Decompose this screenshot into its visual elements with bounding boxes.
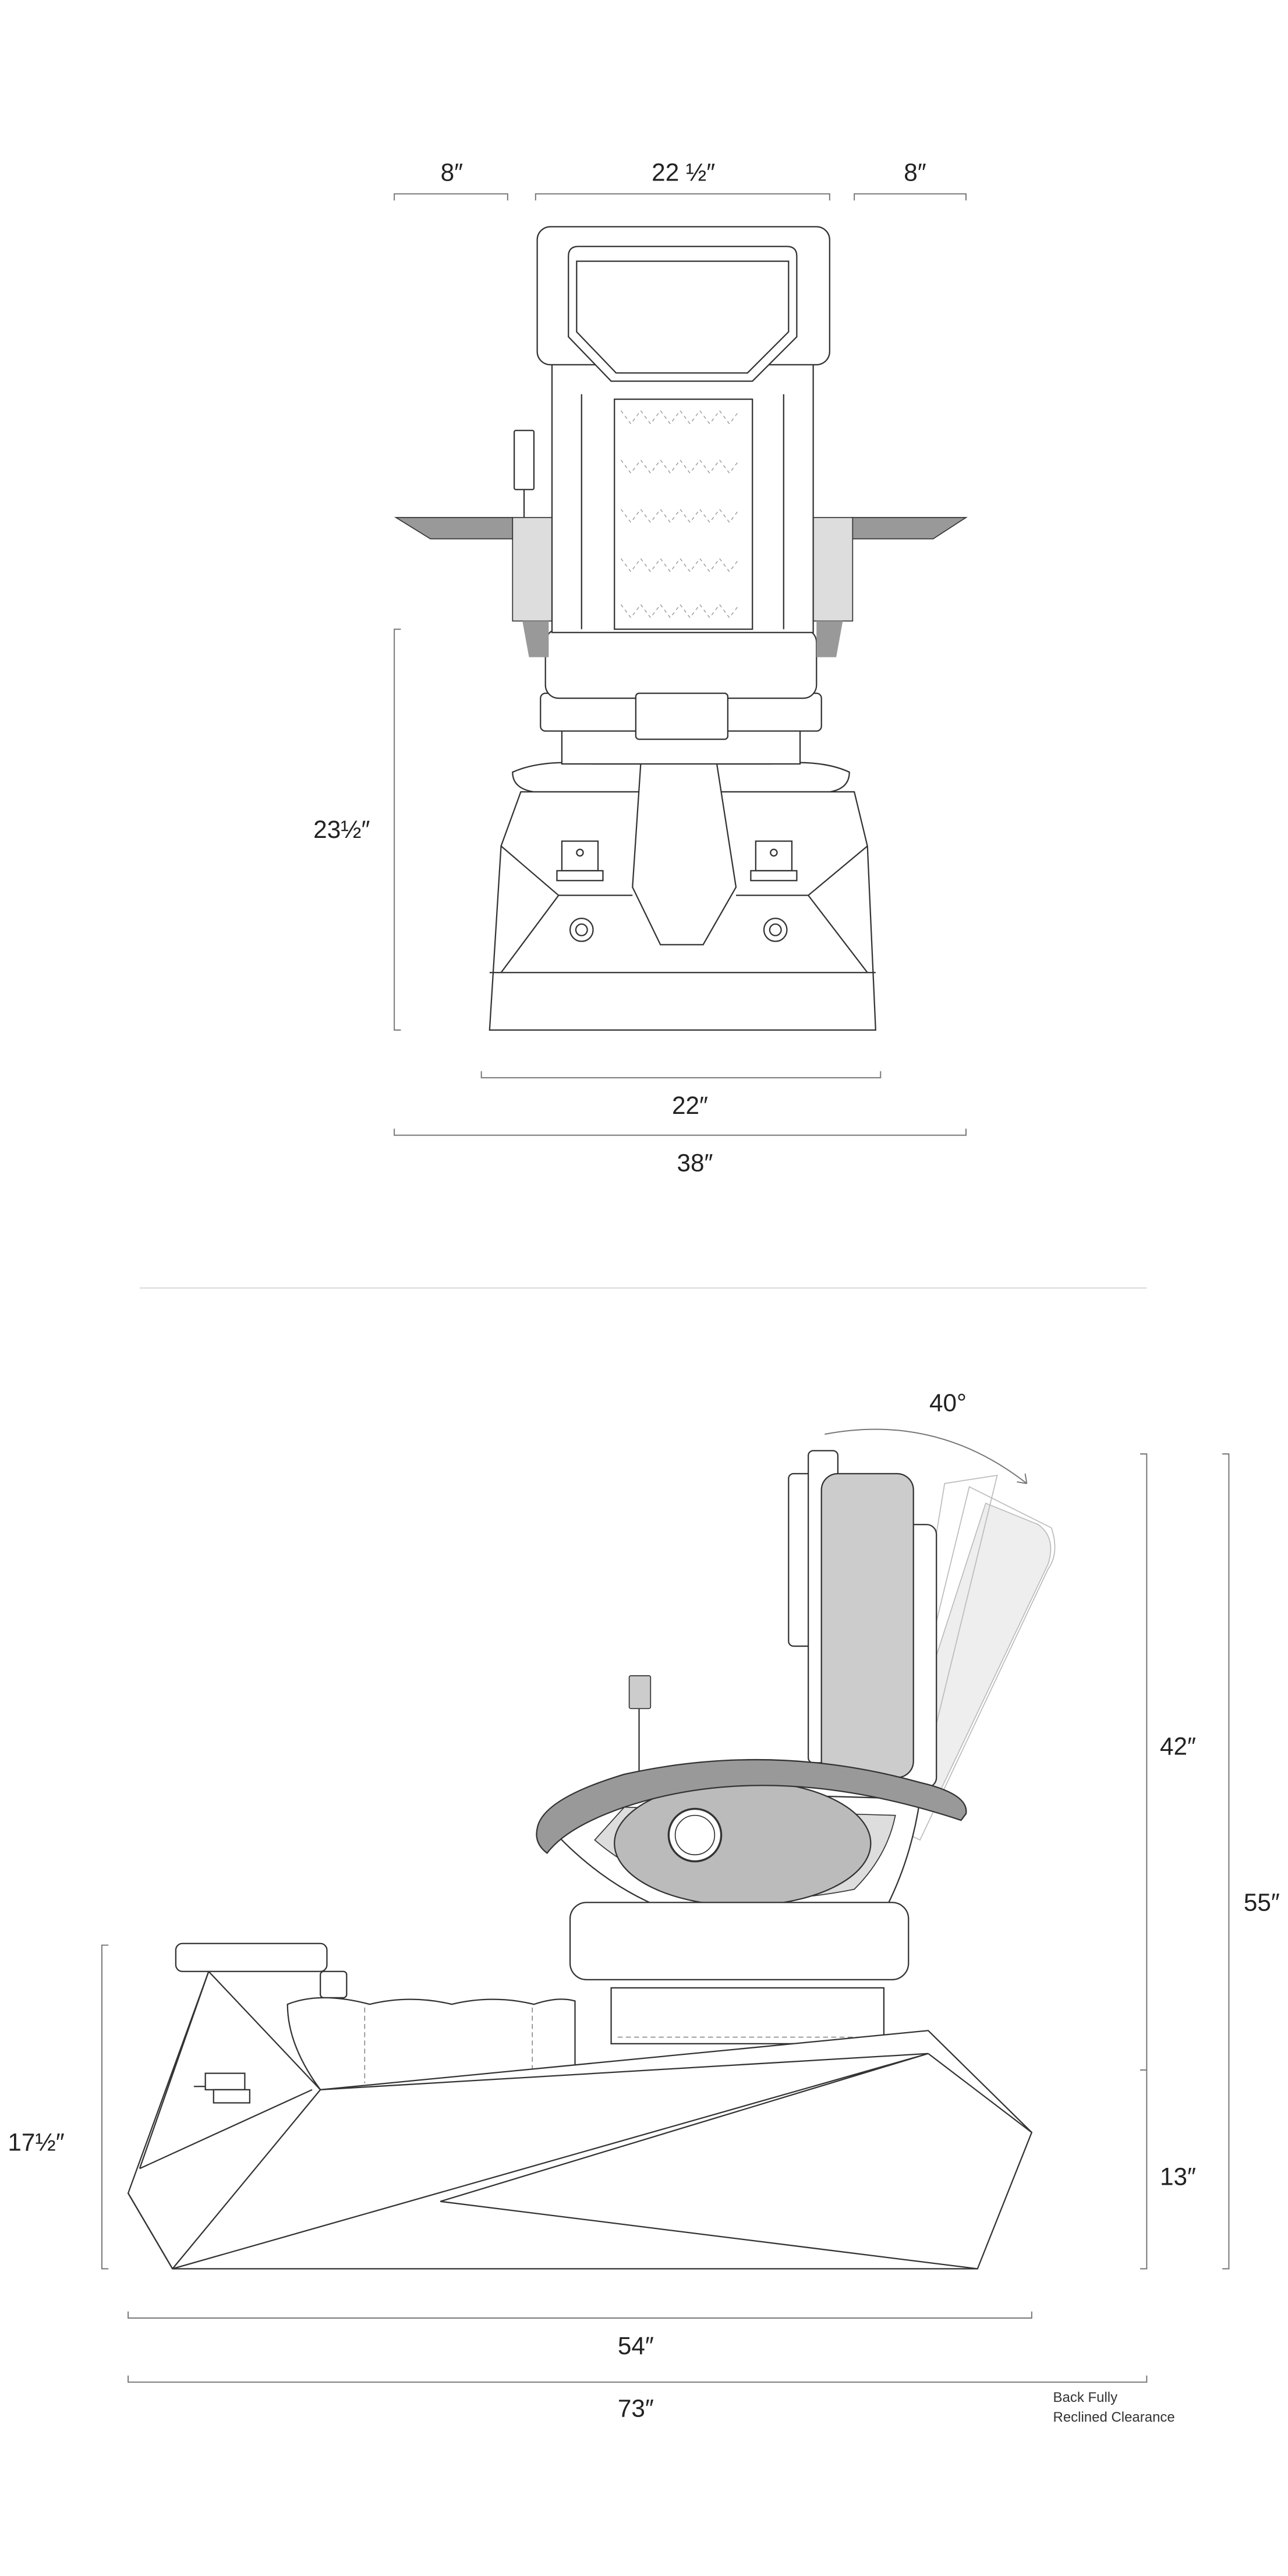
tray-right: [850, 516, 968, 540]
side-base: [127, 1970, 1033, 2270]
jet-left-icon: [569, 918, 594, 942]
armrest-side: [536, 1758, 967, 1855]
dim-label-footrest-height: 17½″: [8, 2128, 64, 2156]
arm-right-support: [816, 621, 843, 657]
footrest-left-knob: [576, 848, 584, 857]
reclined-back-ghost-outer: [886, 1486, 1056, 1841]
remote-control: [513, 430, 535, 490]
front-dimensions: 8″ 22 ½″ 8″ 23½″ 22″ 38″: [313, 158, 967, 1177]
dim-label-overall-length: 73″: [618, 2394, 654, 2422]
dim-line-back-height: [1140, 1453, 1148, 2270]
dim-label-overall-width: 38″: [677, 1149, 713, 1177]
front-view: 8″ 22 ½″ 8″ 23½″ 22″ 38″: [313, 158, 968, 1177]
dim-label-back-height: 42″: [1160, 1732, 1196, 1760]
seat-cushion: [544, 628, 818, 699]
footrest-left-plate: [556, 870, 604, 882]
dim-label-right-arm: 8″: [904, 158, 926, 186]
side-dial-icon: [667, 1807, 723, 1863]
seat-center-block: [635, 692, 729, 740]
side-seat-cushion: [569, 1902, 910, 1980]
backrest-side-seams: [581, 394, 784, 629]
dim-line-overall-length: [128, 2375, 1148, 2383]
side-view: 40° 42″ 13″ 55″ 17½″ 54″ 73″ Back Fully …: [8, 1389, 1279, 2425]
side-dimensions: 40° 42″ 13″ 55″ 17½″ 54″ 73″ Back Fully …: [8, 1389, 1279, 2425]
dim-line-left-arm: [394, 193, 508, 201]
basin: [286, 1997, 576, 2091]
dim-label-base-width: 22″: [672, 1092, 708, 1119]
dim-line-base-length: [128, 2311, 1032, 2319]
jet-left-inner: [575, 923, 588, 936]
seat-lower-panel: [610, 1987, 885, 2044]
side-footrest: [175, 1942, 328, 1972]
dim-line-base-height: [394, 628, 401, 1031]
clearance-note-line2: Reclined Clearance: [1053, 2409, 1175, 2425]
arm-right: [812, 516, 854, 622]
recline-arc: [825, 1428, 1028, 1484]
dim-label-base-length: 54″: [618, 2332, 654, 2359]
massage-oval: [614, 1780, 872, 1906]
recline-arrow-icon: [1017, 1473, 1028, 1484]
side-chair-drawing: [127, 1450, 1056, 2270]
dim-label-base-height: 23½″: [313, 816, 370, 843]
side-valve: [204, 2072, 246, 2090]
footrest-post: [320, 1970, 348, 1998]
backrest-side: [820, 1473, 914, 1778]
front-base-facets: [489, 845, 876, 974]
dim-line-footrest-height: [101, 1944, 109, 2270]
dim-label-base-side-height: 13″: [1160, 2163, 1196, 2191]
front-chair-drawing: [394, 226, 968, 1031]
side-valve-base: [213, 2089, 250, 2104]
front-footrests: [556, 840, 798, 882]
dim-line-right-arm: [854, 193, 967, 201]
side-remote-control: [628, 1675, 652, 1710]
headrest-inner: [576, 260, 790, 374]
footrest-right-plate: [750, 870, 798, 882]
basin-hidden-lines: [364, 2007, 533, 2083]
clearance-note-line1: Back Fully: [1053, 2390, 1118, 2405]
side-dial-inner: [674, 1814, 716, 1856]
headrest-panel: [568, 246, 798, 382]
dim-line-base-width: [480, 1071, 882, 1078]
dim-label-overall-height: 55″: [1244, 1888, 1280, 1916]
jet-right-inner: [769, 923, 782, 936]
side-base-facets: [128, 1971, 1032, 2270]
jet-right-icon: [763, 918, 788, 942]
dim-line-overall-height: [1222, 1453, 1230, 2270]
dim-line-back-width: [535, 193, 830, 201]
dim-label-back-width: 22 ½″: [652, 158, 715, 186]
dim-label-left-arm: 8″: [441, 158, 463, 186]
quilted-panel: [614, 398, 753, 630]
arm-left: [512, 516, 553, 622]
dim-label-recline-angle: 40°: [929, 1389, 967, 1417]
footrest-right-knob: [770, 848, 778, 857]
tray-left: [394, 516, 514, 540]
arm-left-support: [522, 621, 549, 657]
dim-line-overall-width: [394, 1128, 967, 1136]
